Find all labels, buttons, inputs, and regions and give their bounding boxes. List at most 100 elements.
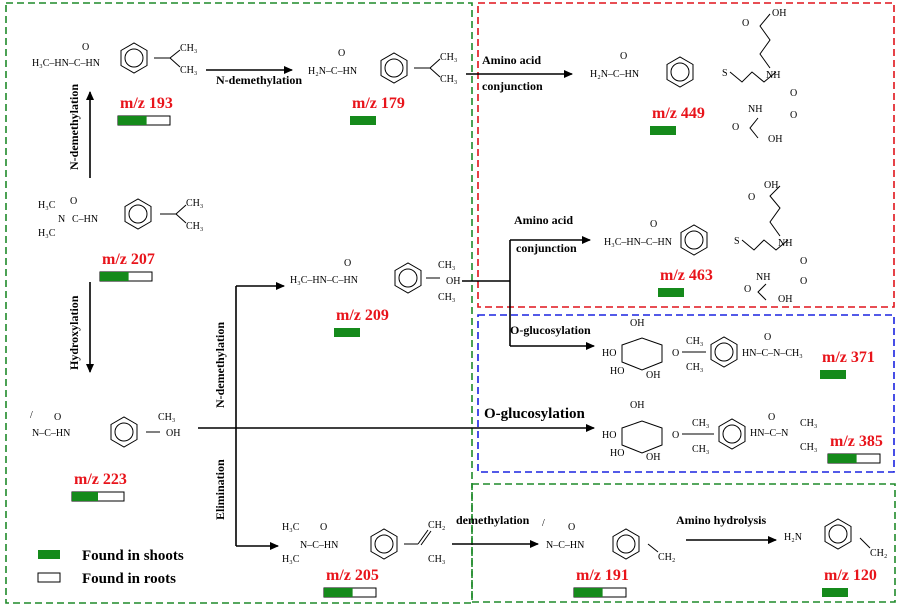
structure-179-oxygen: O: [338, 48, 345, 59]
structure-371-o: O: [672, 348, 679, 359]
shoots-bar-205: [324, 588, 353, 597]
label-amino-acid-2a: Amino acid: [514, 213, 573, 227]
structure-449-oxygen-5: O: [732, 122, 739, 133]
glucose-ring-371: [621, 337, 663, 371]
benzene-aromatic-circle-207: [128, 204, 148, 224]
legend-label-shoots: Found in shoots: [82, 548, 184, 564]
shoots-bar-385: [828, 454, 857, 463]
legend-label-roots: Found in roots: [82, 571, 176, 587]
label-amino-acid-2b: conjunction: [516, 241, 577, 255]
structure-193-chain: H₃C–HN–C–HN: [32, 58, 100, 69]
shoots-bar-193: [118, 116, 147, 125]
benzene-ring-191: [612, 528, 640, 560]
structure-223-oh: OH: [166, 428, 180, 439]
structure-371-ho-1: HO: [602, 348, 616, 359]
structure-385-chain: HN–C–N: [750, 428, 788, 439]
shoots-bar-223: [72, 492, 98, 501]
shoots-bar-120: [822, 588, 848, 597]
structure-209-oxygen: O: [344, 258, 351, 269]
benzene-ring-205: [370, 528, 398, 560]
structure-179-ch3-top: CH₃: [440, 52, 457, 63]
structure-223-oxygen: O: [54, 412, 61, 423]
benzene-aromatic-circle-371: [714, 342, 734, 362]
structure-207-oxygen: O: [70, 196, 77, 207]
benzene-aromatic-circle-449: [670, 62, 690, 82]
mz-label-207: m/z 207: [102, 251, 155, 268]
structure-120-amine: H₂N: [784, 532, 802, 543]
label-o-glucosylation-small: O-glucosylation: [510, 323, 591, 337]
label-n-demethylation-top: N-demethylation: [216, 73, 302, 87]
structure-463-oxygen-3: O: [800, 256, 807, 267]
structure-371-chain: HN–C–N–CH₃: [742, 348, 803, 359]
mz-label-449: m/z 449: [652, 105, 705, 122]
mz-label-120: m/z 120: [824, 567, 877, 584]
green-region-box-top: [5, 2, 473, 604]
shoots-bar-179: [350, 116, 376, 125]
structure-120-ch2: CH₂: [870, 548, 887, 559]
structure-385-ch3-top: CH₃: [692, 418, 709, 429]
benzene-aromatic-circle-179: [384, 58, 404, 78]
structure-371-ch3-bottom: CH₃: [686, 362, 703, 373]
benzene-ring-463: [680, 224, 708, 256]
structure-223-left-methyl: /: [30, 410, 33, 421]
benzene-aromatic-circle-191: [616, 534, 636, 554]
label-elimination: Elimination: [213, 459, 227, 520]
structure-449-nh-2: NH: [748, 104, 762, 115]
benzene-ring-179: [380, 52, 408, 84]
structure-207-ch3-top: CH₃: [186, 198, 203, 209]
structure-205-oxygen: O: [320, 522, 327, 533]
benzene-ring-207: [124, 198, 152, 230]
legend-swatch-shoots: [38, 550, 60, 559]
structure-193-ch3-top: CH₃: [180, 43, 197, 54]
structure-179-chain: H₂N–C–HN: [308, 66, 357, 77]
structure-449-oh-1: OH: [772, 8, 786, 19]
structure-191-chain: N–C–HN: [546, 540, 584, 551]
structure-463-oh-1: OH: [764, 180, 778, 191]
structure-371-ho-2: HO: [610, 366, 624, 377]
shoots-bar-371: [820, 370, 846, 379]
structure-209-ch3-top: CH₃: [438, 260, 455, 271]
structure-449-oxygen-2: O: [742, 18, 749, 29]
structure-449-nh-1: NH: [766, 70, 780, 81]
structure-385-o: O: [672, 430, 679, 441]
benzene-aromatic-circle-223: [114, 422, 134, 442]
benzene-aromatic-circle-193: [124, 48, 144, 68]
structure-463-nh-2: NH: [756, 272, 770, 283]
mz-label-179: m/z 179: [352, 95, 405, 112]
label-hydroxylation: Hydroxylation: [67, 295, 81, 370]
mz-label-371: m/z 371: [822, 349, 875, 366]
structure-463-oxygen-2: O: [748, 192, 755, 203]
structure-209-chain: H₃C–HN–C–HN: [290, 275, 358, 286]
red-region-box: [477, 2, 895, 308]
structure-207-chain: C–HN: [72, 214, 98, 225]
structure-205-ch2: CH₂: [428, 520, 445, 531]
glucose-ring-385: [621, 420, 663, 454]
label-n-demethylation-left: N-demethylation: [67, 84, 81, 170]
mz-label-463: m/z 463: [660, 267, 713, 284]
structure-463-oh-2: OH: [778, 294, 792, 305]
structure-463-sulfur: S: [734, 236, 740, 247]
benzene-ring-193: [120, 42, 148, 74]
structure-191-methyl-mark: /: [542, 518, 545, 529]
structure-449-oxygen: O: [620, 51, 627, 62]
benzene-ring-209: [394, 262, 422, 294]
structure-191-oxygen: O: [568, 522, 575, 533]
label-o-glucosylation-big: O-glucosylation: [484, 406, 585, 422]
shoots-bar-209: [334, 328, 360, 337]
structure-205-chain: N–C–HN: [300, 540, 338, 551]
structure-463-oxygen-5: O: [744, 284, 751, 295]
structure-207-ch3-bottom: CH₃: [186, 221, 203, 232]
structure-449-oxygen-4: O: [790, 110, 797, 121]
shoots-bar-449: [650, 126, 676, 135]
mz-label-205: m/z 205: [326, 567, 379, 584]
structure-449-oxygen-3: O: [790, 88, 797, 99]
structure-193-ch3-bottom: CH₃: [180, 65, 197, 76]
structure-205-ch3: CH₃: [428, 554, 445, 565]
structure-385-ho-1: HO: [602, 430, 616, 441]
mz-label-209: m/z 209: [336, 307, 389, 324]
structure-207-h3c-bottom: H₃C: [38, 228, 56, 239]
blue-region-box: [477, 314, 895, 473]
structure-209-ch3-bottom: CH₃: [438, 292, 455, 303]
